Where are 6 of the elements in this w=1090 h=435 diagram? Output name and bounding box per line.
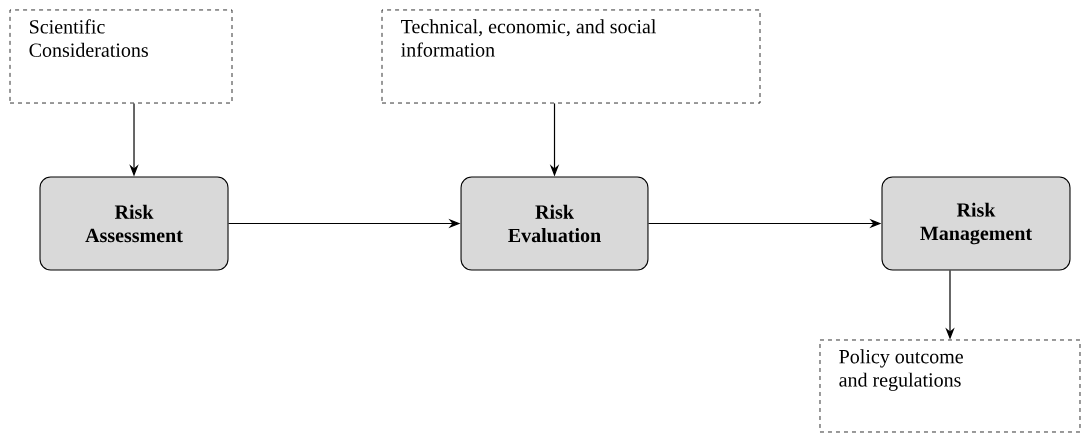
note-box: Policy outcome and regulations: [819, 339, 1081, 433]
process-box: Risk Evaluation: [460, 176, 649, 271]
process-box: Risk Management: [881, 176, 1071, 271]
note-box: Technical, economic, and social information: [381, 9, 761, 104]
process-box: Risk Assessment: [39, 176, 229, 271]
note-box: Scientific Considerations: [9, 9, 233, 104]
